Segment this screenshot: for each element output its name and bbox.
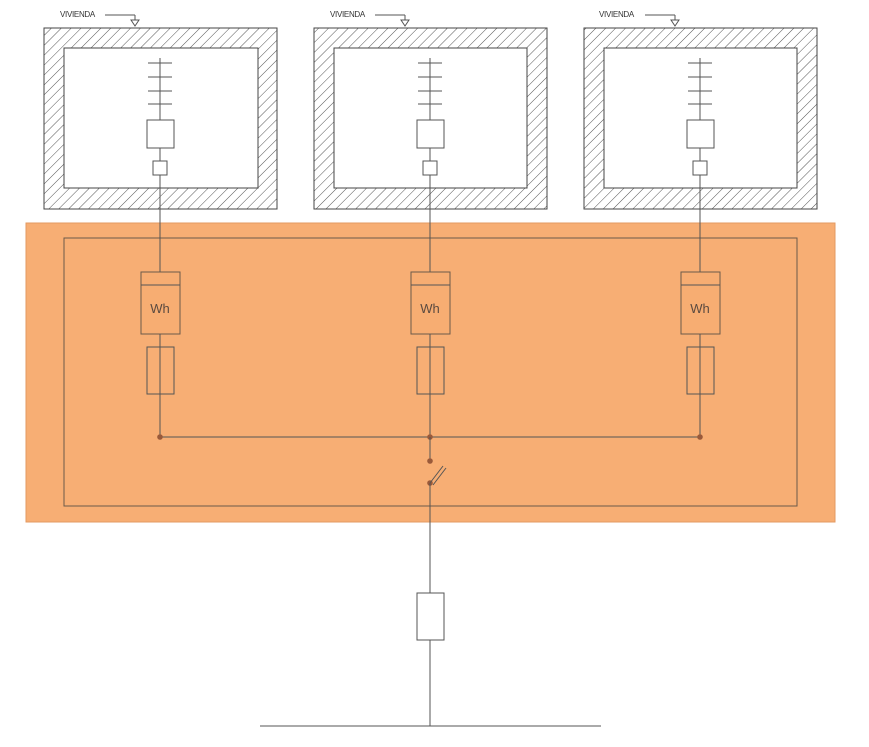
branch-circuits <box>148 58 172 120</box>
junction-node <box>157 434 163 440</box>
meter-label: Wh <box>150 301 170 316</box>
icp-switch <box>152 160 168 176</box>
meter-fuse <box>146 346 175 395</box>
dwelling-entry-arrow <box>105 14 140 27</box>
branch-circuits <box>688 58 712 120</box>
general-protection-fuse <box>416 592 445 641</box>
icp-switch <box>692 160 708 176</box>
distribution-board <box>416 119 445 149</box>
energy-meter <box>140 271 181 335</box>
distribution-board <box>686 119 715 149</box>
meter-fuse <box>686 346 715 395</box>
dwelling-label: VIVIENDA <box>60 10 96 19</box>
meter-label: Wh <box>420 301 440 316</box>
meter-fuse <box>416 346 445 395</box>
dwelling-3: VIVIENDA Wh <box>583 10 818 437</box>
distribution-board <box>146 119 175 149</box>
dwelling-2: VIVIENDA Wh <box>313 10 548 437</box>
dwelling-entry-arrow <box>645 14 680 27</box>
energy-meter <box>410 271 451 335</box>
meter-label: Wh <box>690 301 710 316</box>
branch-circuits <box>418 58 442 120</box>
icp-switch <box>422 160 438 176</box>
dwelling-label: VIVIENDA <box>330 10 366 19</box>
dwelling-1: VIVIENDA Wh <box>43 10 278 437</box>
energy-meter <box>680 271 721 335</box>
dwelling-entry-arrow <box>375 14 410 27</box>
junction-node <box>697 434 703 440</box>
dwelling-label: VIVIENDA <box>599 10 635 19</box>
